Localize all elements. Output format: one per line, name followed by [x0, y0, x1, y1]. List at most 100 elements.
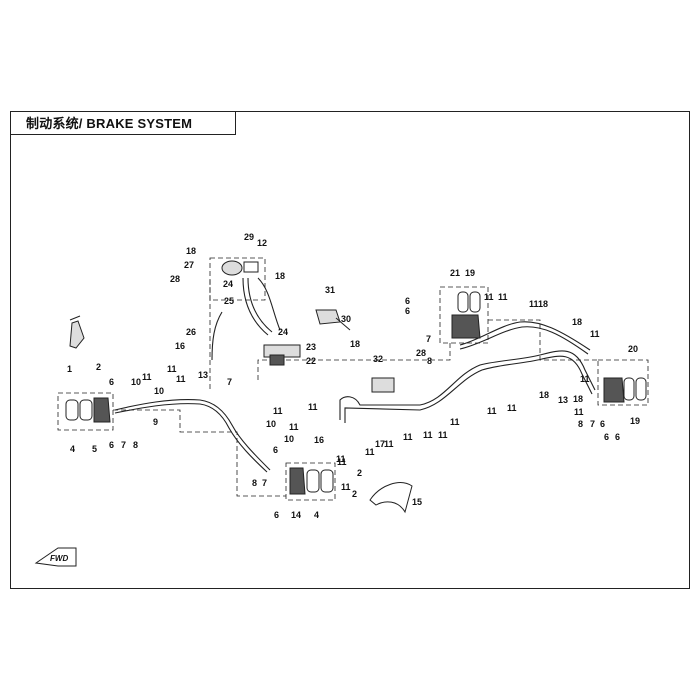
callout: 11: [336, 454, 346, 464]
callout: 2: [352, 489, 357, 499]
brake-line-mc-right: [257, 277, 281, 331]
callout: 30: [341, 314, 351, 324]
callout: 16: [175, 341, 185, 351]
callout: 7: [121, 440, 126, 450]
brake-lever-left: [69, 320, 85, 349]
callout: 18: [573, 394, 583, 404]
callout: 12: [257, 238, 267, 248]
callout: 6: [600, 419, 605, 429]
callout: 11: [289, 422, 299, 432]
dash-box-master-cylinder: [209, 257, 266, 301]
callout: 8: [133, 440, 138, 450]
callout: 11: [176, 374, 186, 384]
callout: 18: [538, 299, 548, 309]
dash-leader-center: [257, 340, 451, 380]
caliper-rear-left: [451, 291, 481, 339]
dash-box-left-caliper: [57, 392, 114, 431]
callout: 8: [427, 356, 432, 366]
callout: 2: [357, 468, 362, 478]
callout: 19: [465, 268, 475, 278]
caliper-front-left: [65, 397, 111, 423]
callout: 27: [184, 260, 194, 270]
callout: 6: [405, 296, 410, 306]
callout: 17: [375, 439, 385, 449]
callout: 1: [67, 364, 72, 374]
callout: 6: [109, 440, 114, 450]
caliper-center: [289, 467, 334, 495]
callout: 23: [306, 342, 316, 352]
caliper-rear-right: [603, 377, 647, 403]
callout: 20: [628, 344, 638, 354]
callout: 7: [590, 419, 595, 429]
brake-line-front-left: [114, 399, 271, 471]
fwd-label: FWD: [50, 554, 68, 563]
callout: 11: [403, 432, 413, 442]
callout: 11: [142, 372, 152, 382]
callout: 4: [70, 444, 75, 454]
fwd-arrow: FWD: [34, 547, 77, 567]
callout: 11: [450, 417, 460, 427]
callout: 8: [252, 478, 257, 488]
master-cylinder: [221, 260, 301, 366]
callout: 29: [244, 232, 254, 242]
callout: 19: [630, 416, 640, 426]
callout: 18: [275, 271, 285, 281]
brake-line-mc-left: [242, 277, 269, 336]
callout: 11: [308, 402, 318, 412]
callout: 28: [416, 348, 426, 358]
callout: 18: [572, 317, 582, 327]
callout: 18: [539, 390, 549, 400]
callout: 10: [284, 434, 294, 444]
callout: 6: [273, 445, 278, 455]
control-module: [371, 377, 395, 393]
callout: 11: [484, 292, 494, 302]
dash-leader-front-left: [113, 409, 286, 497]
callout: 26: [186, 327, 196, 337]
callout: 10: [266, 419, 276, 429]
callout: 25: [224, 296, 234, 306]
brake-line-rear-top-2: [459, 326, 589, 355]
callout: 6: [109, 377, 114, 387]
dash-box-center-caliper: [285, 462, 336, 501]
brake-line-reservoir: [211, 311, 223, 361]
callout: 16: [314, 435, 324, 445]
callout: 2: [96, 362, 101, 372]
callout: 10: [131, 377, 141, 387]
callout: 22: [306, 356, 316, 366]
dash-box-rear-left-caliper: [439, 286, 489, 344]
callout: 11: [423, 430, 433, 440]
page-title: 制动系统/ BRAKE SYSTEM: [26, 116, 193, 131]
callout: 6: [274, 510, 279, 520]
dash-box-rear-right-caliper: [597, 359, 649, 406]
callout: 21: [450, 268, 460, 278]
callout: 6: [405, 306, 410, 316]
callout: 15: [412, 497, 422, 507]
brake-line-rear-main-2: [344, 355, 593, 423]
callout: 11: [580, 374, 590, 384]
callout: 11: [574, 407, 584, 417]
callout: 18: [350, 339, 360, 349]
callout: 11: [487, 406, 497, 416]
callout: 11: [365, 447, 375, 457]
brake-line-mc-left-2: [247, 277, 273, 333]
callout: 24: [223, 279, 233, 289]
title-box: 制动系统/ BRAKE SYSTEM: [10, 111, 236, 135]
pedal-assembly: [315, 309, 351, 331]
dash-leader-rear: [488, 319, 598, 361]
callout: 6: [615, 432, 620, 442]
callout: 6: [604, 432, 609, 442]
callout: 7: [262, 478, 267, 488]
callout: 8: [578, 419, 583, 429]
callout: 11: [507, 403, 517, 413]
brake-line-front-left-2: [114, 403, 268, 473]
callout: 32: [373, 354, 383, 364]
parking-brake-band: [369, 482, 413, 514]
callout: 7: [426, 334, 431, 344]
callout: 10: [154, 386, 164, 396]
brake-lever-left-edge: [69, 315, 81, 321]
callout: 11: [590, 329, 600, 339]
brake-line-rear-main: [339, 350, 596, 420]
callout: 11: [337, 457, 347, 467]
callout: 9: [153, 417, 158, 427]
diagram-frame: [10, 111, 690, 589]
